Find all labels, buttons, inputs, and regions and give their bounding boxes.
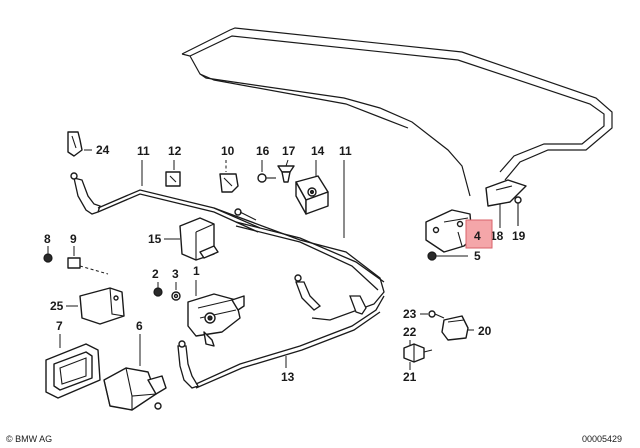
- label-12[interactable]: 12: [168, 144, 182, 158]
- part-18-bracket[interactable]: 18: [485, 179, 527, 243]
- label-6[interactable]: 6: [136, 319, 143, 333]
- label-17[interactable]: 17: [282, 144, 296, 158]
- label-2[interactable]: 2: [152, 267, 159, 281]
- label-7[interactable]: 7: [56, 319, 63, 333]
- label-19[interactable]: 19: [512, 229, 526, 243]
- part-3-washer[interactable]: 3: [171, 267, 181, 301]
- label-15[interactable]: 15: [148, 232, 162, 246]
- part-15-cover[interactable]: 15: [148, 217, 219, 261]
- part-23-screw[interactable]: 23: [403, 307, 445, 321]
- part-20-block[interactable]: 20: [441, 315, 492, 341]
- part-8-screw[interactable]: 8: [43, 232, 53, 263]
- part-19-screw[interactable]: 19: [512, 196, 526, 243]
- part-11-cable-left[interactable]: 11: [70, 144, 385, 321]
- part-24-clip[interactable]: 24: [67, 131, 110, 157]
- label-11-left[interactable]: 11: [137, 144, 150, 158]
- part-10-clip[interactable]: 10: [219, 144, 239, 193]
- part-14-housing[interactable]: 14: [295, 144, 329, 215]
- part-21-switch[interactable]: 21: [403, 343, 433, 384]
- label-13[interactable]: 13: [281, 370, 295, 384]
- part-25-bracket[interactable]: 25: [50, 287, 125, 325]
- label-11-right[interactable]: 11: [339, 144, 352, 158]
- part-5-screw[interactable]: 5: [427, 249, 481, 263]
- label-21[interactable]: 21: [403, 370, 417, 384]
- label-24[interactable]: 24: [96, 143, 110, 157]
- label-5[interactable]: 5: [474, 249, 481, 263]
- part-2-screw[interactable]: 2: [152, 267, 163, 297]
- part-22-clip[interactable]: 22: [403, 325, 417, 346]
- label-4[interactable]: 4: [474, 229, 481, 243]
- part-12-bracket[interactable]: 12: [165, 144, 182, 187]
- part-11-cable-right[interactable]: 11: [234, 144, 385, 315]
- label-10[interactable]: 10: [221, 144, 235, 158]
- label-1[interactable]: 1: [193, 264, 200, 278]
- label-14[interactable]: 14: [311, 144, 325, 158]
- part-17-clip[interactable]: 17: [277, 144, 296, 183]
- diagram-code: 00005429: [582, 434, 622, 444]
- copyright: © BMW AG: [6, 434, 52, 444]
- label-16[interactable]: 16: [256, 144, 270, 158]
- part-13-cable[interactable]: 13: [177, 295, 385, 389]
- label-3[interactable]: 3: [172, 267, 179, 281]
- part-16-screw[interactable]: 16: [256, 144, 276, 183]
- label-23[interactable]: 23: [403, 307, 417, 321]
- part-9-nut[interactable]: 9: [67, 232, 109, 275]
- part-4-hinge[interactable]: 4: [425, 209, 493, 253]
- label-20[interactable]: 20: [478, 324, 492, 338]
- highlight-part-4: [465, 219, 493, 249]
- label-25[interactable]: 25: [50, 299, 64, 313]
- part-1-lock[interactable]: 1: [187, 264, 245, 347]
- label-18[interactable]: 18: [490, 229, 504, 243]
- part-6-handle[interactable]: 6: [103, 319, 167, 411]
- label-8[interactable]: 8: [44, 232, 51, 246]
- roof-frame: [181, 27, 613, 197]
- label-22[interactable]: 22: [403, 325, 417, 339]
- label-9[interactable]: 9: [70, 232, 77, 246]
- part-7-bezel[interactable]: 7: [45, 319, 101, 399]
